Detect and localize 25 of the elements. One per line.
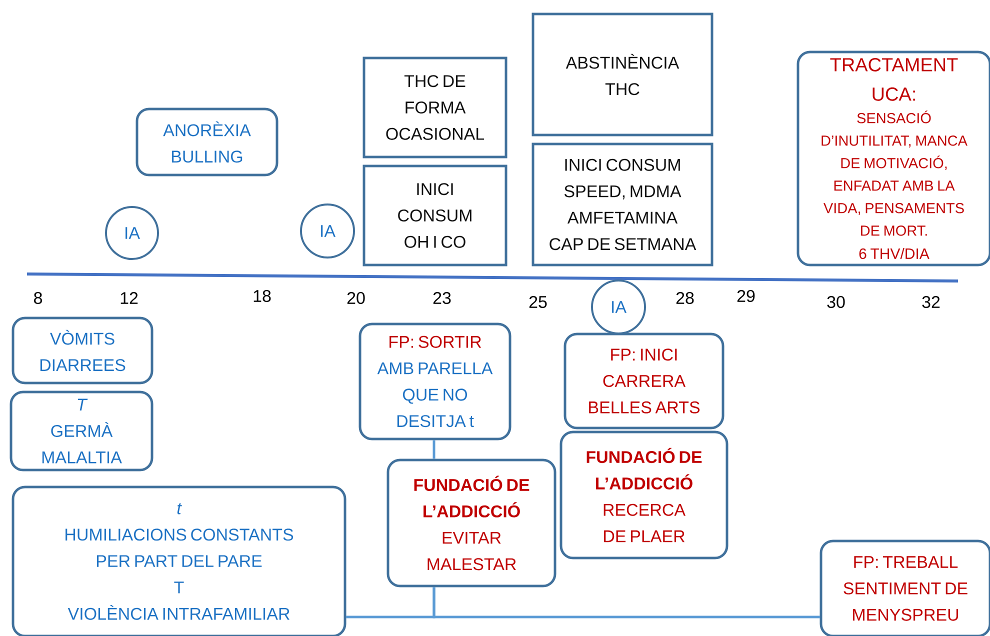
rounded-box: ANORÈXIA BULLING [136, 108, 278, 176]
text-box: INICI CONSUM OH I CO [362, 164, 508, 266]
tick-label: 28 [676, 292, 694, 304]
tick-label: 20 [347, 292, 365, 304]
rounded-box: FUNDACIÓ DE L’ADDICCIÓ RECERCA DE PLAER [560, 430, 728, 560]
rounded-box: VÒMITS DIARREES [12, 316, 154, 384]
tick-label: 12 [120, 292, 138, 304]
rounded-box: TRACTAMENT UCA: SENSACIÓ D’INUTILITAT, MANCA DE MOTIVACIÓ, ENFADAT AMB LA VIDA, PENSAMENTS DE MORT. 6 THV/DIA [796, 50, 990, 266]
rounded-box: T GERMÀ MALALTIA [10, 390, 154, 472]
tick-label: 32 [922, 296, 940, 308]
rounded-box: FP: TREBALL SENTIMENT DE MENYSPREU [820, 540, 990, 636]
text-box: ABSTINÈNCIA THC [532, 12, 714, 136]
text-box: THC DE FORMA OCASIONAL [362, 56, 508, 158]
tick-label: 23 [433, 292, 451, 304]
rounded-box: t HUMILIACIONS CONSTANTS PER PART DEL PARE T VIOLÈNCIA INTRAFAMILIAR [12, 486, 346, 636]
tick-label: 29 [737, 290, 755, 302]
rounded-box: FP: INICI CARRERA BELLES ARTS [564, 332, 724, 430]
tick-label: 25 [529, 296, 547, 308]
rounded-box: FP: SORTIR AMB PARELLA QUE NO DESITJA t [358, 322, 512, 440]
rounded-box: FUNDACIÓ DE L’ADDICCIÓ EVITAR MALESTAR [386, 458, 556, 588]
tick-label: 18 [254, 290, 271, 302]
text-box: INICI CONSUM SPEED, MDMA AMFETAMINA CAP DE SETMANA [532, 142, 714, 266]
tick-label: 30 [827, 296, 845, 308]
connector-line [432, 440, 436, 459]
connector-line [432, 587, 820, 618]
